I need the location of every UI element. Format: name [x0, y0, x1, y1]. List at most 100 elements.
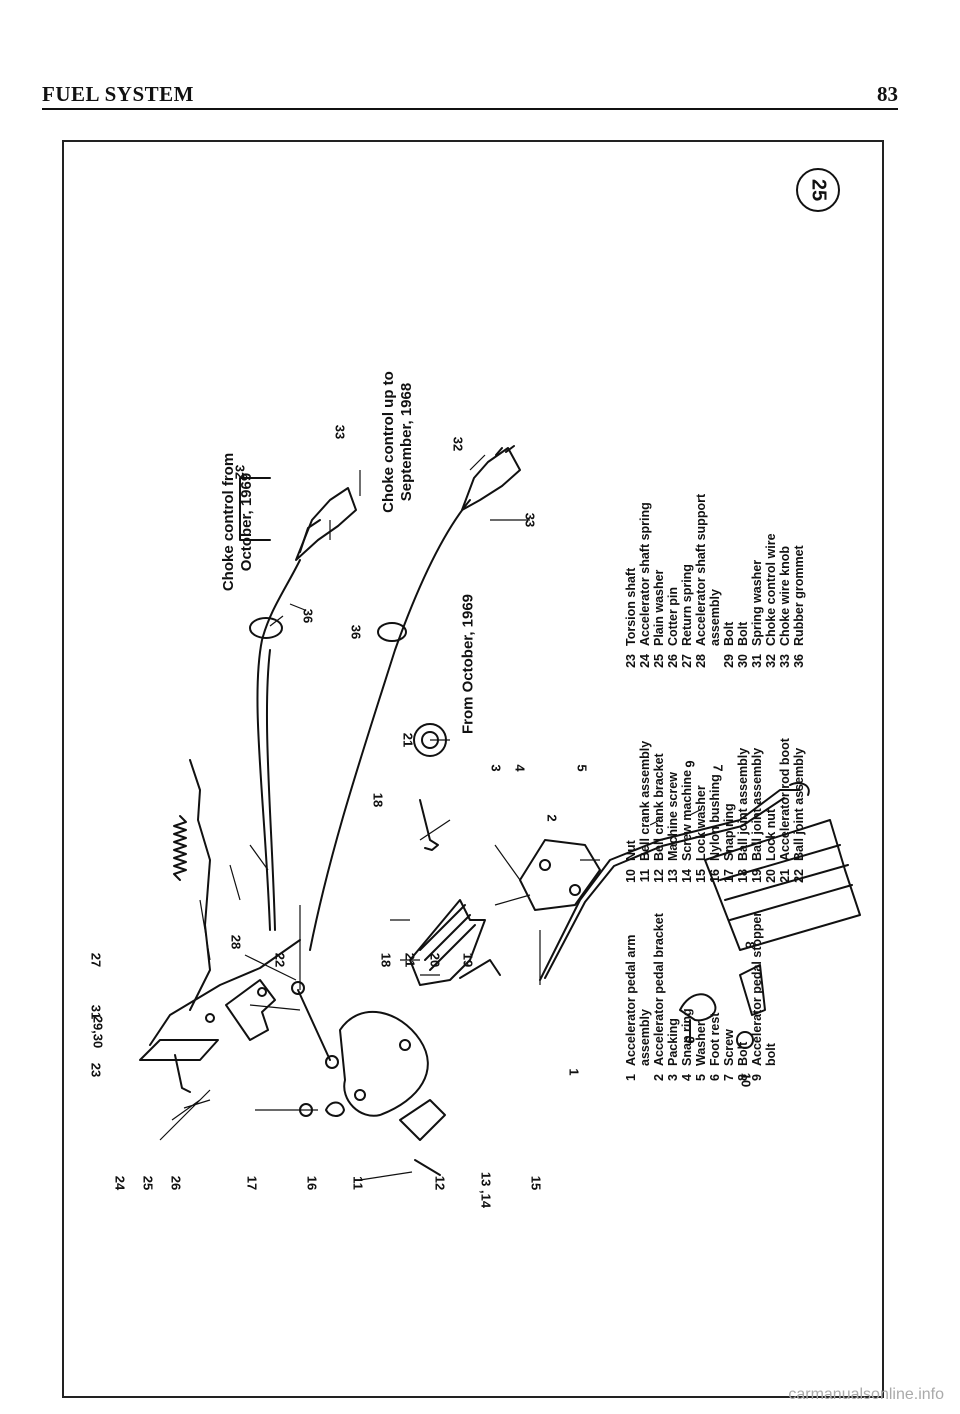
legend-item-text: Washer [694, 1021, 708, 1066]
figure-frame [62, 140, 884, 1398]
choke-cable-lower [309, 499, 471, 951]
legend-item-text: Plain washer [652, 569, 666, 646]
pedal-arm [539, 789, 801, 981]
legend-item: 21 Accelerator rod boot [778, 685, 792, 895]
legend-item-text: Screw machine [680, 769, 694, 861]
return-spring [189, 759, 211, 1011]
legend-item-number: 18 [736, 869, 750, 883]
legend-item-text: Accelerator shaft spring [638, 502, 652, 646]
legend-item-text: Foot rest [708, 1012, 722, 1066]
legend-item-text: Accelerator rod boot [778, 738, 792, 861]
legend-item-number: 36 [792, 654, 806, 668]
legend-item-number: 21 [778, 869, 792, 883]
legend-item: 1 Accelerator pedal arm [624, 900, 638, 1100]
callout-7: 7 [710, 764, 726, 772]
legend-item-number [708, 646, 722, 680]
legend-item-text: Nylon bushing [708, 774, 722, 861]
callout-4: 4 [512, 764, 528, 772]
callout-33a: 33 [332, 424, 348, 440]
callout-18b: 18 [370, 792, 386, 808]
callout-1: 1 [566, 1068, 582, 1076]
legend-item: bolt [764, 900, 778, 1100]
legend-item-text: assembly [708, 589, 722, 646]
foot-rest [704, 819, 861, 951]
callout-29-30: 29,30 [90, 1015, 106, 1049]
legend-item-text: Accelerator shaft support [694, 493, 708, 646]
support-bracket [225, 979, 276, 1041]
legend-item-number [638, 1066, 652, 1100]
legend-item-text: Spring washer [750, 559, 764, 646]
legend-item-text: Return spring [680, 564, 694, 646]
legend-item-number: 3 [666, 1074, 680, 1081]
callout-15: 15 [528, 1175, 544, 1191]
legend-item-number: 19 [750, 869, 764, 883]
choke-cable-upper [256, 559, 301, 931]
legend-item-text: Ball joint assembly [792, 747, 806, 861]
figure-number-badge: 25 [796, 168, 840, 212]
bell-crank [339, 1011, 429, 1117]
legend-item-text: bolt [764, 1043, 778, 1066]
callout-5: 5 [574, 764, 590, 772]
callout-16: 16 [304, 1175, 320, 1191]
grommet-36-upper [249, 617, 283, 639]
legend-item-number: 17 [722, 869, 736, 883]
legend-item-number: 16 [708, 869, 722, 883]
callout-36b: 36 [348, 624, 364, 640]
legend-item: 31 Spring washer [750, 480, 764, 680]
legend-item-text: Snap ring [722, 803, 736, 861]
callout-13-14: 13 ,14 [478, 1171, 494, 1209]
callout-17: 17 [244, 1175, 260, 1191]
bell-crank-bracket [399, 1099, 446, 1141]
legend-item-number: 31 [750, 654, 764, 668]
callout-32b: 32 [450, 436, 466, 452]
legend-item-text: Cotter pin [666, 586, 680, 646]
callout-23: 23 [88, 1062, 104, 1078]
callout-2: 2 [544, 814, 560, 822]
legend-item-text: Accelerator pedal arm [624, 934, 638, 1066]
legend-item-number: 5 [694, 1074, 708, 1081]
legend-item-number: 15 [694, 869, 708, 883]
torsion-shaft [149, 939, 301, 1046]
legend-item-number: 2 [652, 1074, 666, 1081]
legend-item-text: Bolt [736, 1041, 750, 1066]
page-header: FUEL SYSTEM 83 [42, 78, 898, 110]
legend-item-number: 25 [652, 654, 666, 668]
legend-item-number: 14 [680, 869, 694, 883]
legend-item-text: Bolt [722, 621, 736, 646]
legend-item-number: 4 [680, 1074, 694, 1081]
legend-item: assembly [638, 900, 652, 1100]
callout-9: 9 [682, 1036, 698, 1044]
callout-19: 19 [460, 952, 476, 968]
callout-10: 10 [738, 1072, 754, 1088]
legend-item-text: Accelerator pedal stopper [750, 911, 764, 1066]
legend-item: assembly [708, 480, 722, 680]
legend-item-number: 1 [624, 1074, 638, 1081]
choke-upto-label: Choke control up to September, 1968 [380, 371, 415, 513]
callout-36a: 36 [300, 608, 316, 624]
legend-item-text: Choke wire knob [778, 545, 792, 646]
legend-item-number: 29 [722, 654, 736, 668]
legend-item: 29 Bolt [722, 480, 736, 680]
legend-item-number: 12 [652, 869, 666, 883]
callout-18a: 18 [378, 952, 394, 968]
callout-33b: 33 [522, 512, 538, 528]
choke-cable-upper-2 [265, 649, 276, 931]
